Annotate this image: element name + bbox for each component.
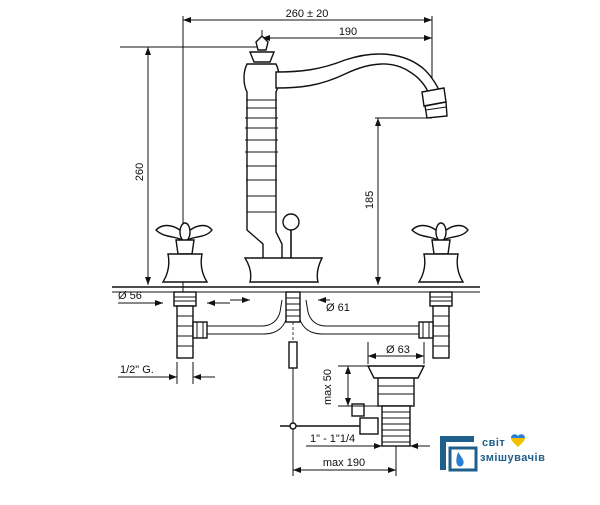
center-shank: [285, 291, 301, 420]
label-overall-width: 260 ± 20: [286, 8, 329, 20]
logo-line1: світ: [482, 437, 505, 449]
dim-drain-dia: Ø 63: [367, 342, 425, 364]
spout-body: [243, 35, 448, 283]
dim-connection-thread: 1/2" G.: [118, 362, 215, 384]
connecting-pipes: [207, 299, 419, 335]
label-drain-dia: Ø 63: [386, 344, 410, 356]
dim-handle-base: Ø 56: [118, 290, 230, 306]
dim-spout-height: 185: [364, 117, 432, 285]
logo-mark-icon: [440, 436, 478, 472]
dim-drain-thread: 1" - 1"1/4: [306, 433, 430, 449]
right-valve-body: [418, 291, 453, 359]
label-total-height: 260: [134, 163, 146, 181]
dim-drain-reach: max 190: [292, 432, 397, 476]
ukraine-heart-icon: [511, 434, 525, 447]
dim-overall-width: 260 ± 20: [182, 8, 433, 300]
dim-spout-reach: 190: [261, 26, 432, 45]
label-connection-thread: 1/2" G.: [120, 364, 154, 376]
countertop: [112, 286, 480, 293]
dim-spout-base: Ø 61: [230, 297, 350, 314]
label-drain-height: max 50: [322, 369, 334, 405]
right-cross-handle: [411, 222, 469, 283]
label-spout-base: Ø 61: [326, 302, 350, 314]
label-spout-height: 185: [364, 191, 376, 209]
pop-up-drain: [280, 365, 426, 447]
label-drain-reach: max 190: [323, 457, 365, 469]
logo-line2: змішувачів: [480, 452, 545, 464]
label-drain-thread: 1" - 1"1/4: [310, 433, 355, 445]
dim-drain-height: max 50: [322, 365, 378, 407]
label-spout-reach: 190: [339, 26, 357, 38]
label-handle-base: Ø 56: [118, 290, 142, 302]
left-cross-handle: [155, 222, 213, 283]
brand-logo: світ змішувачів: [440, 434, 545, 472]
left-valve-body: [173, 291, 208, 359]
dim-total-height: 260: [120, 46, 262, 285]
